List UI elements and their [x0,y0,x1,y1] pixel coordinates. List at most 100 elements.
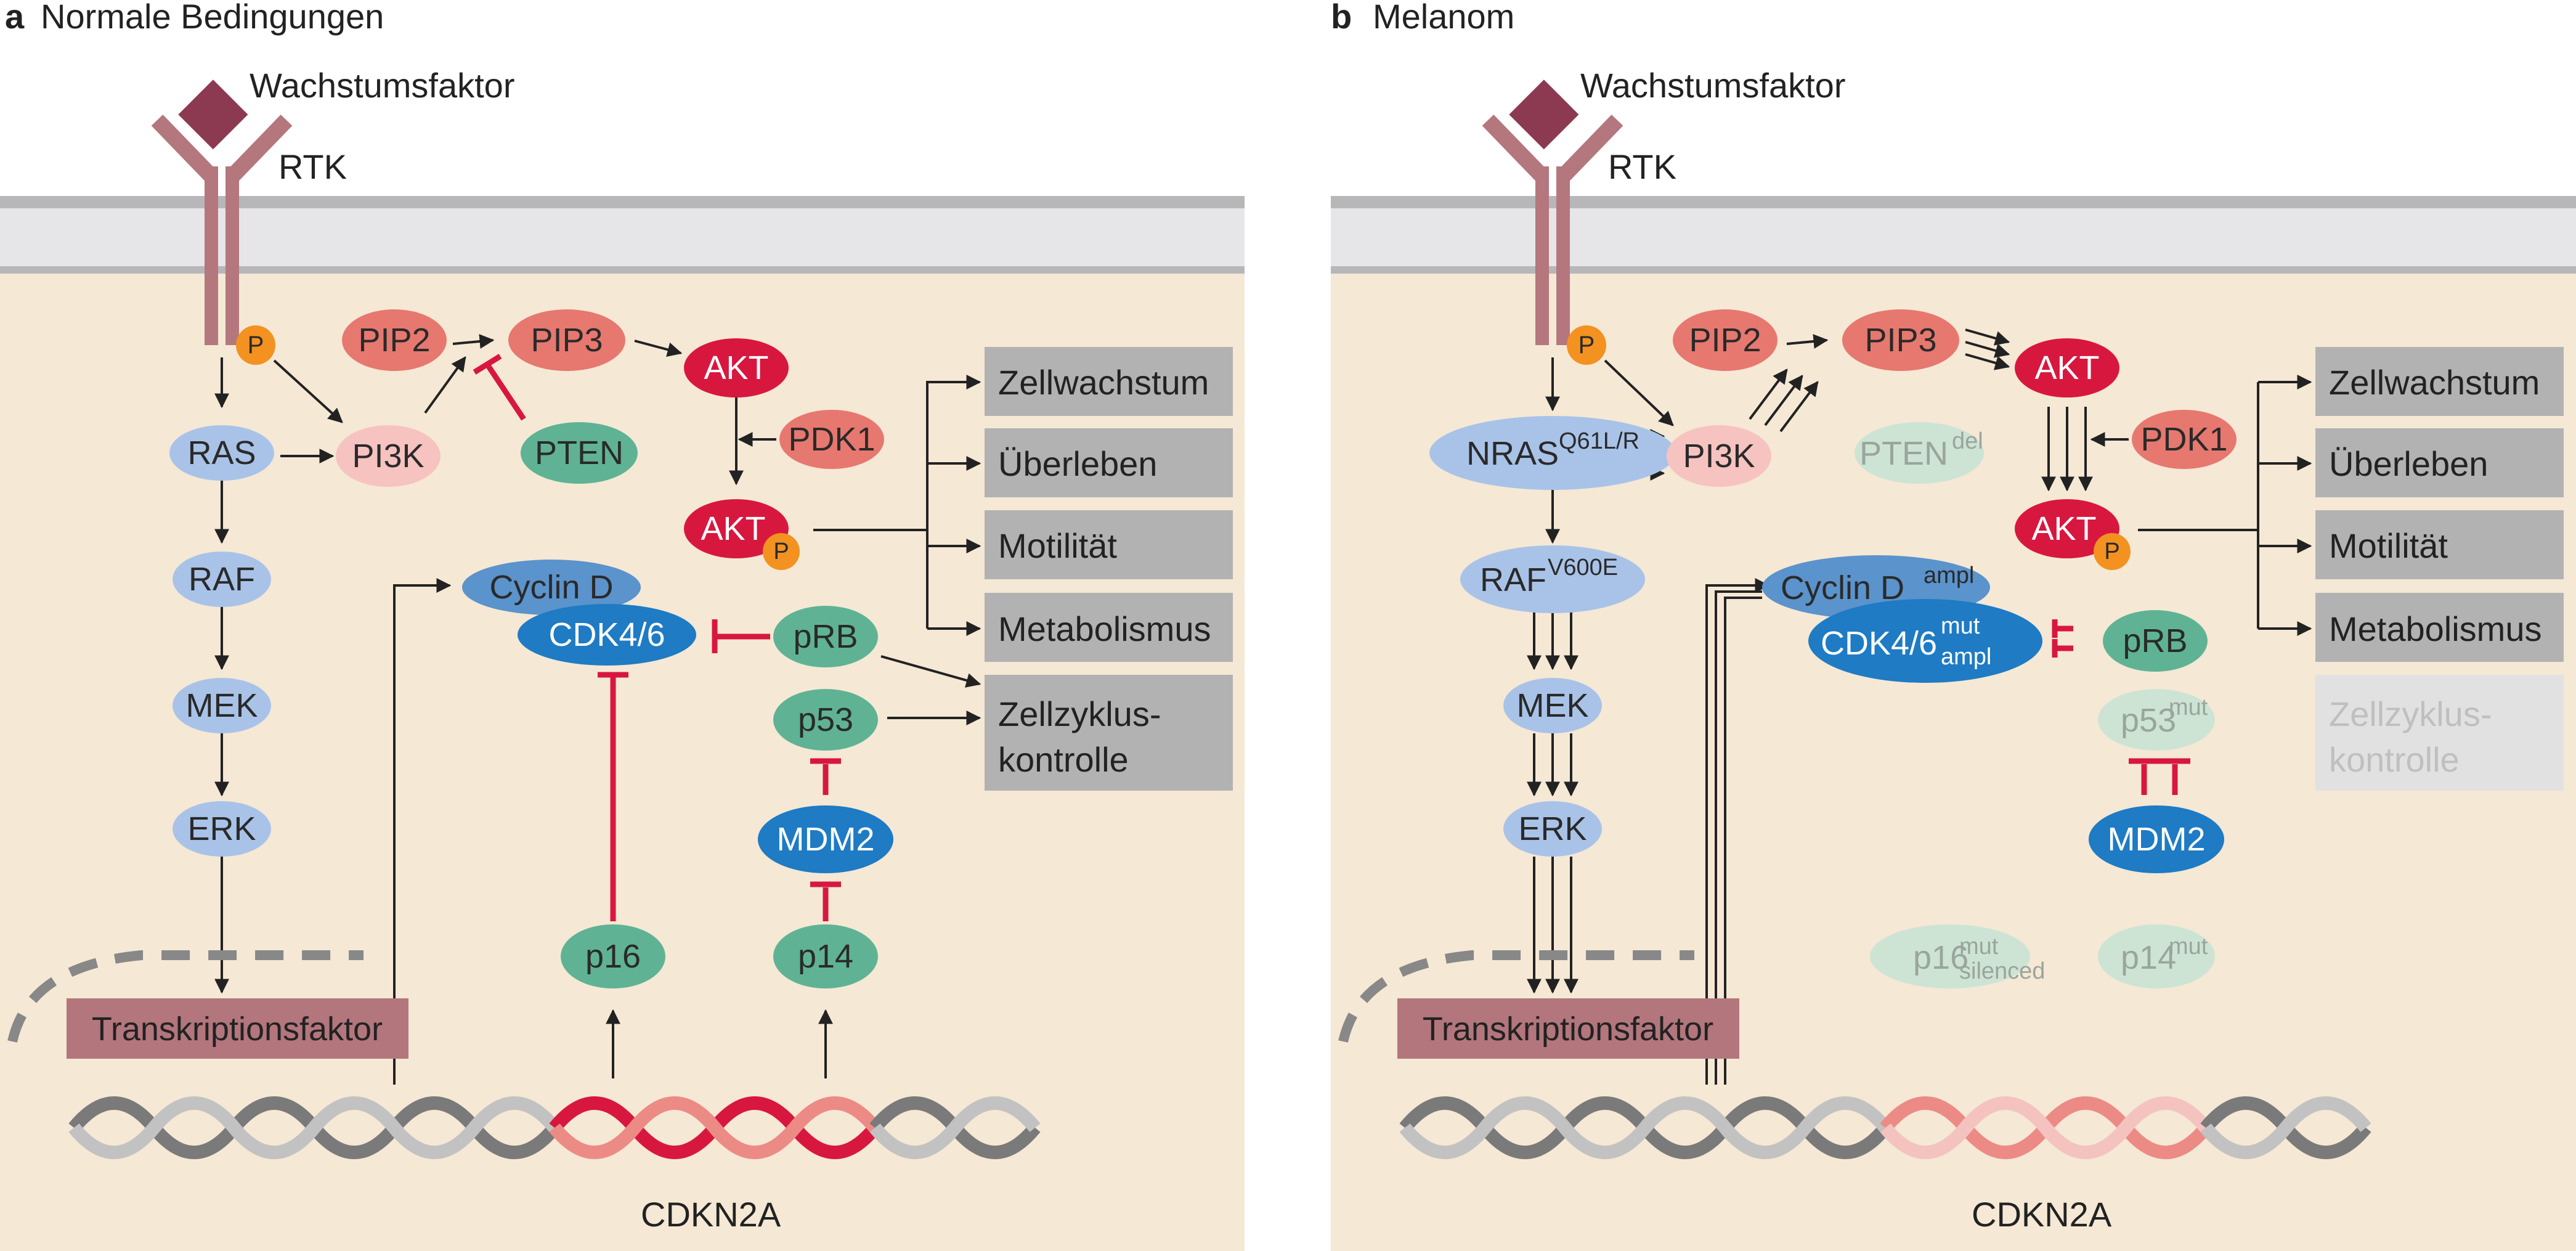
node-raf-a: RAF [173,552,271,607]
rtk-label-a: RTK [278,147,347,186]
node-ras-a: RAS [169,425,274,481]
cell-cycle-a-1: Zellzyklus- [998,695,1161,733]
svg-text:AKT: AKT [704,349,768,386]
svg-text:PTEN: PTEN [1859,435,1948,472]
node-cdk46-a: CDK4/6 [518,604,696,666]
node-pi3k-b: PI3K [1667,425,1771,487]
node-prb-a: pRB [773,606,878,667]
node-cdk46-b: CDK4/6 mut ampl [1808,599,2042,683]
growth-factor-label-b: Wachstumsfaktor [1580,66,1845,105]
node-pi3k-a: PI3K [336,425,441,487]
outcome-b-0: Zellwachstum [2329,363,2540,402]
svg-text:PIP3: PIP3 [530,322,603,359]
node-mdm2-a: MDM2 [758,805,893,873]
panel-b-letter: b [1331,0,1352,36]
panel-a: a Normale Bedingungen Wachstumsfaktor RT… [0,0,1245,1251]
outcome-a-3: Metabolismus [998,609,1211,648]
svg-text:mut: mut [1941,613,1980,639]
node-p53-a: p53 [773,689,878,751]
svg-text:V600E: V600E [1548,555,1618,581]
transcription-factor-a: Transkriptionsfaktor [67,998,408,1059]
node-cyclin-d-a: Cyclin D [462,560,641,615]
arrows-a [214,334,981,1085]
svg-text:P: P [2104,539,2119,564]
gene-label-b: CDKN2A [1972,1195,2112,1234]
node-erk-b: ERK [1503,801,1602,857]
node-akt-p-a: AKT P [684,499,800,570]
svg-text:MDM2: MDM2 [777,821,875,858]
node-pip2-a: PIP2 [342,309,447,371]
svg-text:ampl: ampl [1941,644,1991,670]
node-pten-b: PTEN del [1855,422,1984,484]
outcome-a-1: Überleben [998,444,1157,483]
node-pip3-a: PIP3 [508,309,625,371]
node-p14-b: p14 mut [2098,924,2215,988]
growth-factor-label-a: Wachstumsfaktor [250,66,514,105]
dna-helix-a [68,1096,1041,1159]
svg-text:p14: p14 [798,938,853,975]
svg-text:NRAS: NRAS [1466,435,1559,472]
node-nras-b: NRAS Q61L/R [1429,416,1676,490]
transcription-factor-b: Transkriptionsfaktor [1397,998,1739,1059]
cell-cycle-b-1: Zellzyklus- [2329,695,2492,733]
panel-b-title: Melanom [1373,0,1514,36]
svg-text:PIP2: PIP2 [1689,322,1761,359]
svg-text:p16: p16 [1913,939,1969,976]
phospho-b [1567,325,1606,365]
svg-text:RAF: RAF [189,561,255,598]
svg-text:Transkriptionsfaktor: Transkriptionsfaktor [1423,1011,1713,1048]
svg-text:Q61L/R: Q61L/R [1559,428,1639,454]
dna-helix-b [1399,1096,2371,1159]
svg-text:silenced: silenced [1959,958,2045,984]
svg-text:AKT: AKT [2034,349,2099,386]
node-mek-a: MEK [173,678,271,733]
svg-text:Cyclin D: Cyclin D [489,569,613,606]
node-pten-a: PTEN [521,422,638,484]
svg-text:MEK: MEK [1516,687,1588,724]
svg-text:pRB: pRB [2123,622,2187,659]
svg-text:PI3K: PI3K [1683,438,1755,475]
svg-text:Transkriptionsfaktor: Transkriptionsfaktor [92,1011,383,1048]
svg-text:PTEN: PTEN [535,434,624,471]
growth-factor-ligand-b [1509,79,1579,150]
node-mdm2-b: MDM2 [2089,805,2224,873]
panel-a-title: Normale Bedingungen [41,0,384,36]
svg-text:P: P [773,539,789,564]
inhibitions-b [2052,619,2190,795]
node-pdk1-b: PDK1 [2132,410,2237,469]
svg-text:CDK4/6: CDK4/6 [548,616,665,653]
svg-text:AKT: AKT [701,510,765,547]
node-pip2-b: PIP2 [1673,309,1778,371]
node-prb-b: pRB [2103,610,2208,672]
svg-text:ERK: ERK [187,810,256,847]
growth-factor-ligand-a [178,79,248,150]
dna-loop-b [1338,950,1694,1043]
svg-text:P: P [248,332,264,359]
svg-text:p16: p16 [585,938,641,975]
node-erk-a: ERK [173,801,271,857]
svg-text:p53: p53 [798,701,853,738]
node-raf-b: RAF V600E [1460,545,1645,613]
phospho-a [236,325,275,365]
node-p16-b: p16 mut silenced [1870,924,2045,988]
svg-text:del: del [1952,428,1983,454]
node-akt-a: AKT [684,338,789,397]
svg-text:PDK1: PDK1 [788,421,875,458]
svg-text:PDK1: PDK1 [2140,421,2227,458]
outcome-a-0: Zellwachstum [998,363,1209,402]
dna-loop-a [7,950,364,1043]
cell-cycle-b-2: kontrolle [2329,740,2460,779]
node-akt-b: AKT [2015,338,2119,397]
svg-text:Cyclin D: Cyclin D [1781,569,1904,606]
panel-b: b Melanom Wachstumsfaktor RTK P [1331,0,2576,1251]
svg-text:ampl: ampl [1924,563,1974,589]
svg-text:mut: mut [1959,934,1999,960]
svg-text:p14: p14 [2121,939,2176,976]
svg-text:MEK: MEK [185,687,258,724]
cell-cycle-a-2: kontrolle [998,740,1129,779]
svg-text:PIP3: PIP3 [1864,322,1936,359]
node-pip3-b: PIP3 [1842,309,1959,371]
svg-text:PI3K: PI3K [352,438,424,475]
panel-a-letter: a [5,0,25,36]
